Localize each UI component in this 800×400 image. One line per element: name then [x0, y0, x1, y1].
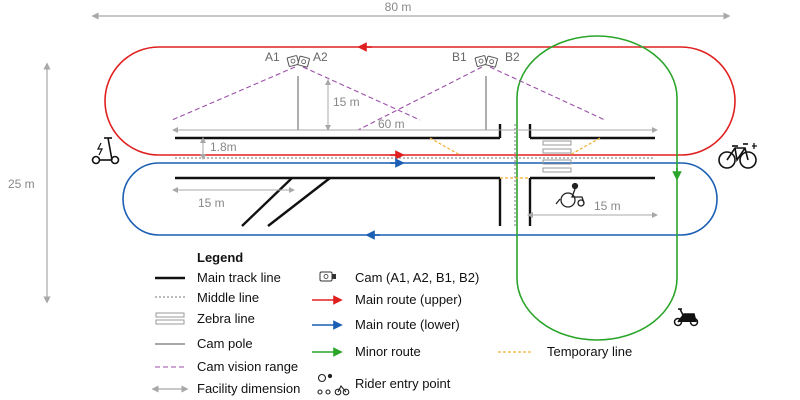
main-track-lines — [175, 124, 655, 227]
wheelchair-icon — [555, 182, 585, 208]
pole-height-label: 15 m — [333, 95, 360, 109]
overall-width-dimension: 80 m — [91, 0, 731, 20]
legend-cam-vision-range: Cam vision range — [197, 359, 298, 374]
legend-main-route-lower: Main route (lower) — [355, 317, 460, 332]
legend-main-route-upper: Main route (upper) — [355, 292, 462, 307]
lane-gap-label: 1.8m — [210, 140, 237, 154]
pole-height-dimension: 15 m — [325, 79, 360, 131]
legend-zebra-line: Zebra line — [197, 311, 255, 326]
diagonal-length-dimension: 15 m — [172, 187, 295, 210]
legend-rider-entry-point: Rider entry point — [355, 376, 451, 391]
middle-line — [175, 124, 655, 226]
track-length-dimension: 60 m — [172, 117, 658, 133]
legend-middle-line: Middle line — [197, 290, 259, 305]
legend-minor-route: Minor route — [355, 344, 421, 359]
legend-swatch-zebra-2 — [155, 319, 185, 325]
height-total-label: 25 m — [8, 177, 35, 191]
camera-icon — [286, 55, 498, 68]
cam-label-a1: A1 — [265, 50, 280, 64]
legend-cam: Cam (A1, A2, B1, B2) — [355, 270, 479, 285]
temporary-lines — [429, 137, 601, 179]
right-length-label: 15 m — [594, 199, 621, 213]
cam-poles — [297, 76, 487, 130]
cam-label-b2: B2 — [505, 50, 520, 64]
main-route-lower — [122, 162, 718, 236]
legend-swatch-zebra-1 — [155, 312, 185, 318]
bicycle-icon — [718, 143, 757, 169]
legend-title: Legend — [197, 250, 243, 265]
legend-cam-pole: Cam pole — [197, 336, 253, 351]
overall-height-dimension: 25 m — [8, 62, 51, 304]
e-scooter-icon — [91, 137, 120, 165]
legend-facility-dimension: Facility dimension — [197, 381, 300, 396]
legend-swatch-rider-entry — [317, 373, 350, 396]
legend-temporary-line: Temporary line — [547, 344, 632, 359]
legend-main-track-line: Main track line — [197, 270, 281, 285]
cam-label-a2: A2 — [313, 50, 328, 64]
cam-label-b1: B1 — [452, 50, 467, 64]
lane-gap-dimension: 1.8m — [200, 137, 237, 160]
track-length-label: 60 m — [378, 117, 405, 131]
minor-route — [516, 35, 678, 341]
legend-swatch-camera-icon — [319, 271, 336, 282]
scooter-icon — [673, 308, 699, 327]
width-total-label: 80 m — [385, 0, 412, 14]
legend: Legend Main track line Middle line Zebra… — [151, 250, 632, 396]
zebra-crossing — [542, 140, 572, 173]
main-route-upper — [104, 46, 736, 156]
cam-vision-range — [171, 66, 606, 131]
right-length-dimension: 15 m — [527, 199, 658, 218]
diagonal-length-label: 15 m — [198, 196, 225, 210]
